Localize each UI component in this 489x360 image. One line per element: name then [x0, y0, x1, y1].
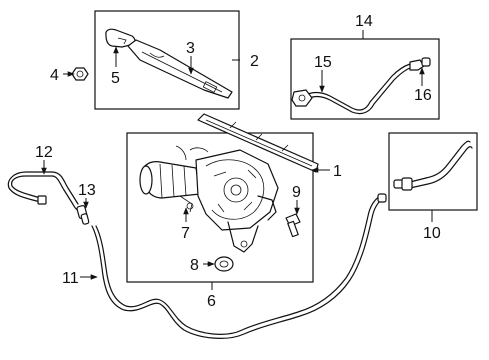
- callout-4: 4: [50, 67, 59, 84]
- callout-2: 2: [250, 53, 259, 70]
- callout-6: 6: [207, 293, 216, 310]
- hose-connector-part: [409, 57, 431, 71]
- wiper-motor-group-box: [126, 132, 314, 283]
- callout-1: 1: [333, 163, 342, 180]
- wiper-motor-part: [139, 145, 279, 253]
- nozzle-group-box: [388, 132, 478, 211]
- bolt-part: [285, 213, 301, 238]
- tube-connector-part: [76, 205, 90, 225]
- callout-7: 7: [181, 225, 190, 242]
- callout-15: 15: [314, 54, 332, 71]
- short-hose-part: [7, 171, 83, 212]
- callout-11: 11: [62, 270, 79, 287]
- callout-3: 3: [186, 40, 195, 57]
- wiper-arm-part: [127, 39, 233, 99]
- callout-10: 10: [423, 225, 441, 242]
- washer-hose-group-box: [290, 38, 440, 120]
- callout-9: 9: [292, 184, 301, 201]
- callout-8: 8: [190, 257, 199, 274]
- washer-hose-part: [291, 63, 411, 115]
- callout-12: 12: [35, 144, 53, 161]
- wiper-blade-part: [197, 113, 319, 173]
- callout-14: 14: [355, 13, 373, 30]
- washer-tube-part: [91, 193, 387, 339]
- callout-16: 16: [414, 87, 432, 104]
- nozzle-hose-part: [393, 140, 473, 191]
- callout-5: 5: [111, 70, 120, 87]
- nut-part: [71, 67, 89, 81]
- grommet-part: [214, 256, 234, 272]
- callout-13: 13: [78, 182, 96, 199]
